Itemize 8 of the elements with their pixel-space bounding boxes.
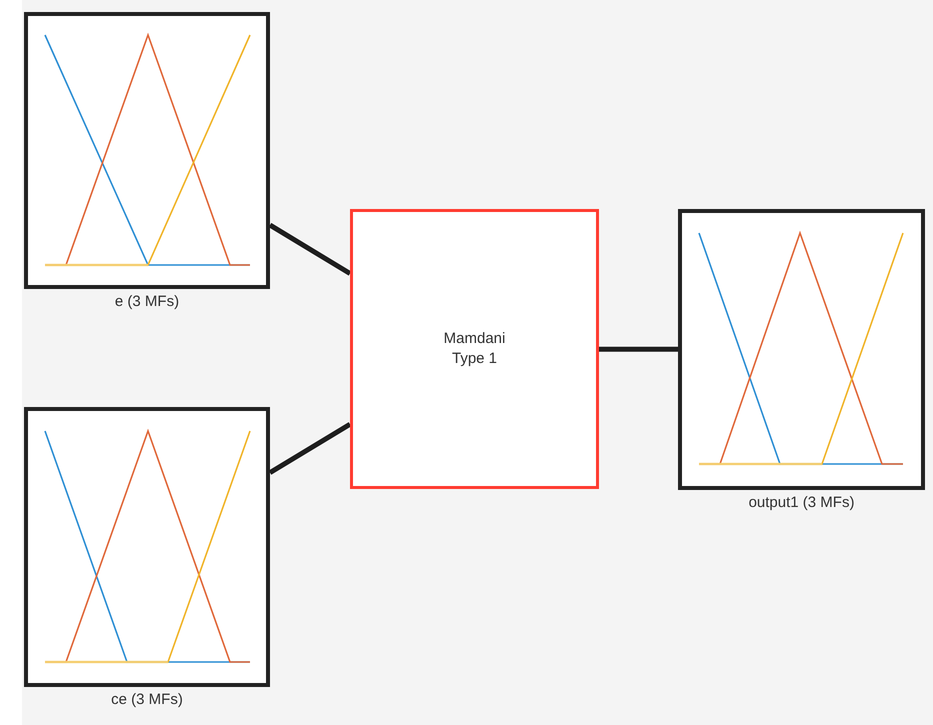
box-label: Mamdani Type 1: [442, 329, 506, 369]
connector-line: [268, 222, 352, 276]
node-label: ce (3 MFs): [111, 691, 183, 708]
node-label: output1 (3 MFs): [748, 494, 854, 511]
connector-line: [599, 346, 678, 352]
node-label: e (3 MFs): [114, 293, 180, 310]
process-box: [350, 209, 599, 489]
connector-line: [268, 422, 352, 475]
